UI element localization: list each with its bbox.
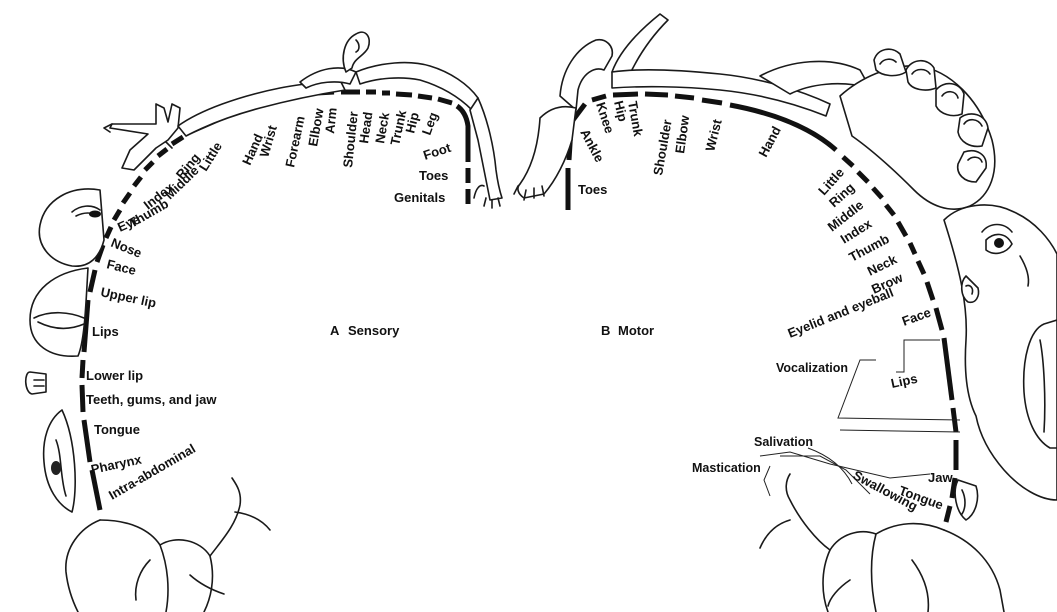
- label-foot: Foot: [421, 140, 453, 163]
- band-seg-middle: [873, 188, 882, 198]
- band-seg-index: [134, 177, 141, 186]
- band-seg-thumb: [123, 193, 130, 203]
- label-tongue: Tongue: [94, 422, 140, 437]
- sensory-title: Sensory: [348, 323, 400, 338]
- label-shoulder: Shoulder: [650, 118, 675, 176]
- label-lips: Lips: [92, 324, 119, 339]
- band-seg-upper-lip: [90, 270, 95, 292]
- label-vocalization: Vocalization: [776, 361, 848, 375]
- label-genitals: Genitals: [394, 190, 445, 205]
- band-seg-wrist: [702, 100, 722, 103]
- band-seg-middle: [145, 162, 153, 170]
- label-hand: Hand: [755, 124, 784, 160]
- motor-letter: B: [601, 323, 610, 338]
- sensory-homunculus: Genitals Toes Foot Leg Hip Trunk Neck He…: [26, 32, 502, 612]
- band-seg-elbow: [675, 96, 694, 98]
- label-teeth-gums-jaw: Teeth, gums, and jaw: [86, 392, 217, 407]
- motor-homunculus: Toes Ankle Knee Hip Trunk Shoulder Elbow…: [514, 14, 1057, 612]
- label-forearm: Forearm: [282, 115, 307, 169]
- band-seg-foot: [457, 106, 468, 162]
- label-face: Face: [105, 256, 137, 278]
- label-lower-lip: Lower lip: [86, 368, 143, 383]
- label-little: Little: [196, 139, 225, 173]
- band-seg-ring: [158, 149, 167, 156]
- label-intra-abdominal: Intra-abdominal: [106, 441, 198, 503]
- motor-hand-drawing: [840, 49, 995, 209]
- band-seg-leg: [438, 99, 452, 103]
- band-seg-lips: [944, 338, 952, 400]
- label-trunk: Trunk: [625, 100, 646, 138]
- label-jaw: Jaw: [928, 470, 953, 485]
- label-upper-lip: Upper lip: [99, 284, 157, 310]
- band-seg-swallowing: [946, 506, 950, 522]
- band-seg-thumb: [898, 222, 906, 236]
- band-seg-ring: [858, 172, 868, 182]
- band-seg-trunk: [613, 94, 638, 95]
- label-eyelid-eyeball: Eyelid and eyeball: [786, 285, 896, 341]
- sensory-labels: Genitals Toes Foot Leg Hip Trunk Neck He…: [86, 106, 453, 502]
- label-toes: Toes: [578, 182, 607, 197]
- band-seg-neck: [910, 243, 915, 254]
- label-mastication: Mastication: [692, 461, 761, 475]
- label-shoulder: Shoulder: [340, 111, 361, 169]
- band-seg-face: [936, 308, 942, 330]
- band-seg-trunk: [396, 94, 412, 95]
- label-toes: Toes: [419, 168, 448, 183]
- label-elbow: Elbow: [672, 114, 692, 155]
- motor-title: Motor: [618, 323, 654, 338]
- label-salivation: Salivation: [754, 435, 813, 449]
- band-seg-hip: [418, 96, 432, 98]
- label-wrist: Wrist: [702, 117, 725, 153]
- band-seg-teeth: [82, 385, 83, 412]
- band-seg-brow: [918, 261, 924, 274]
- band-seg-lower-lip: [82, 360, 83, 378]
- band-seg-tongue: [84, 420, 90, 462]
- label-elbow: Elbow: [305, 106, 327, 147]
- band-seg-little: [843, 157, 853, 166]
- motor-face-drawing: [944, 205, 1057, 520]
- band-seg-shoulder: [645, 94, 668, 95]
- band-seg-nose: [106, 227, 111, 238]
- band-seg-little: [172, 137, 183, 144]
- band-seg-index: [886, 205, 894, 215]
- band-seg-eyelid: [927, 282, 933, 300]
- band-seg-hip: [592, 96, 606, 100]
- label-face: Face: [900, 305, 933, 329]
- label-leg: Leg: [419, 110, 441, 137]
- label-lips: Lips: [890, 371, 919, 391]
- sensory-letter: A: [330, 323, 340, 338]
